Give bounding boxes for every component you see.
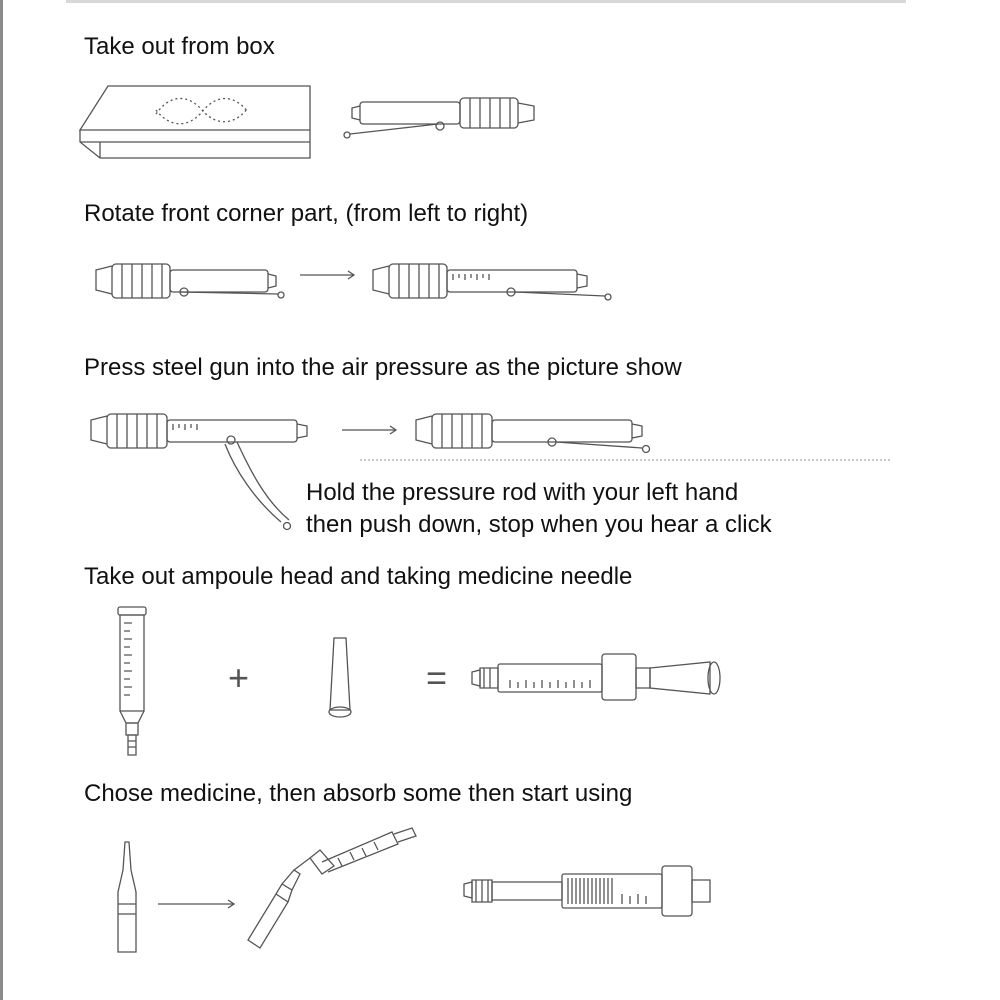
needle-cap-icon bbox=[326, 636, 354, 720]
vial-icon bbox=[112, 840, 142, 955]
step3-note-line1: Hold the pressure rod with your left han… bbox=[306, 479, 739, 506]
injector-pen-icon bbox=[85, 410, 325, 538]
arrow-right-icon bbox=[156, 897, 238, 911]
step4-caption: Take out ampoule head and taking medicin… bbox=[84, 563, 633, 590]
dotted-divider bbox=[360, 459, 890, 461]
step3-caption: Press steel gun into the air pressure as… bbox=[84, 354, 682, 381]
assembled-syringe-icon bbox=[462, 860, 722, 922]
injector-pen-icon bbox=[365, 260, 615, 304]
arrow-right-icon bbox=[298, 268, 358, 282]
injector-pen-icon bbox=[410, 408, 665, 460]
injector-pen-icon bbox=[340, 92, 545, 140]
arrow-right-icon bbox=[340, 423, 400, 437]
vial-and-syringe-icon bbox=[242, 828, 422, 953]
assembled-syringe-icon bbox=[470, 650, 728, 706]
step3-note-line2: then push down, stop when you hear a cli… bbox=[306, 511, 772, 538]
plus-sign: + bbox=[228, 657, 250, 698]
ampoule-icon bbox=[110, 605, 152, 760]
left-border bbox=[0, 0, 3, 1000]
step1-caption: Take out from box bbox=[84, 33, 275, 60]
box-icon bbox=[78, 80, 318, 162]
injector-pen-icon bbox=[88, 262, 293, 304]
top-border bbox=[66, 0, 906, 3]
step2-caption: Rotate front corner part, (from left to … bbox=[84, 200, 529, 227]
step5-caption: Chose medicine, then absorb some then st… bbox=[84, 780, 633, 807]
equals-sign: = bbox=[426, 657, 448, 698]
